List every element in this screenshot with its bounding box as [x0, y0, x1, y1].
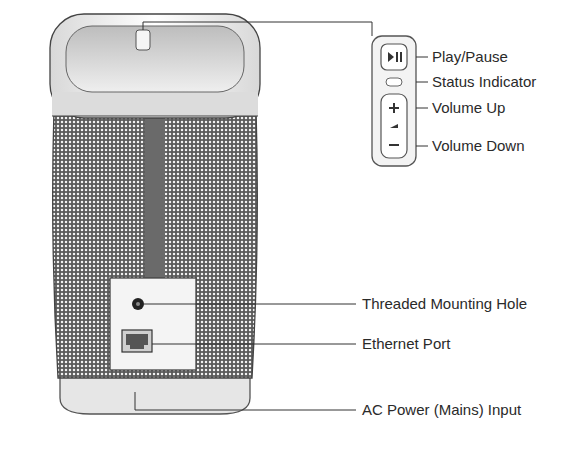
indicator-label: Status Indicator [430, 73, 538, 91]
leader-line [144, 304, 356, 305]
leader-line [416, 57, 428, 58]
leader-line [416, 146, 428, 147]
port-label: AC Power (Mains) Input [360, 401, 523, 419]
volume-icon [390, 124, 398, 128]
control-panel [372, 36, 416, 166]
cap-edge [52, 115, 258, 116]
button-label: Play/Pause [430, 48, 510, 66]
pause-icon [400, 52, 402, 62]
leader-line [416, 82, 428, 83]
ethernet-port [122, 330, 152, 352]
play-pause-button [381, 44, 407, 70]
leader-line [143, 22, 372, 36]
top-controls [136, 30, 150, 50]
button-label: Volume Down [430, 137, 527, 155]
cap-ring [52, 92, 258, 116]
button-label: Volume Up [430, 99, 507, 117]
top-cap [50, 14, 260, 118]
port-label: Threaded Mounting Hole [360, 295, 529, 313]
leader-line [152, 344, 356, 345]
mounting-thread [136, 302, 140, 306]
leader-line [416, 108, 428, 109]
port-label: Ethernet Port [360, 335, 452, 353]
ethernet-tab [130, 345, 144, 349]
leader-line [135, 392, 356, 410]
top-recess [66, 26, 244, 92]
mounting-hole [132, 298, 144, 310]
speaker-grille [53, 108, 258, 378]
status-indicator [386, 78, 402, 86]
grille-band [145, 115, 165, 280]
back-panel [110, 278, 196, 370]
volume-rocker [381, 94, 407, 158]
ethernet-socket [126, 334, 148, 345]
pause-icon [396, 52, 398, 62]
play-icon [388, 52, 394, 62]
plus-icon [393, 103, 395, 113]
minus-icon [389, 144, 399, 146]
